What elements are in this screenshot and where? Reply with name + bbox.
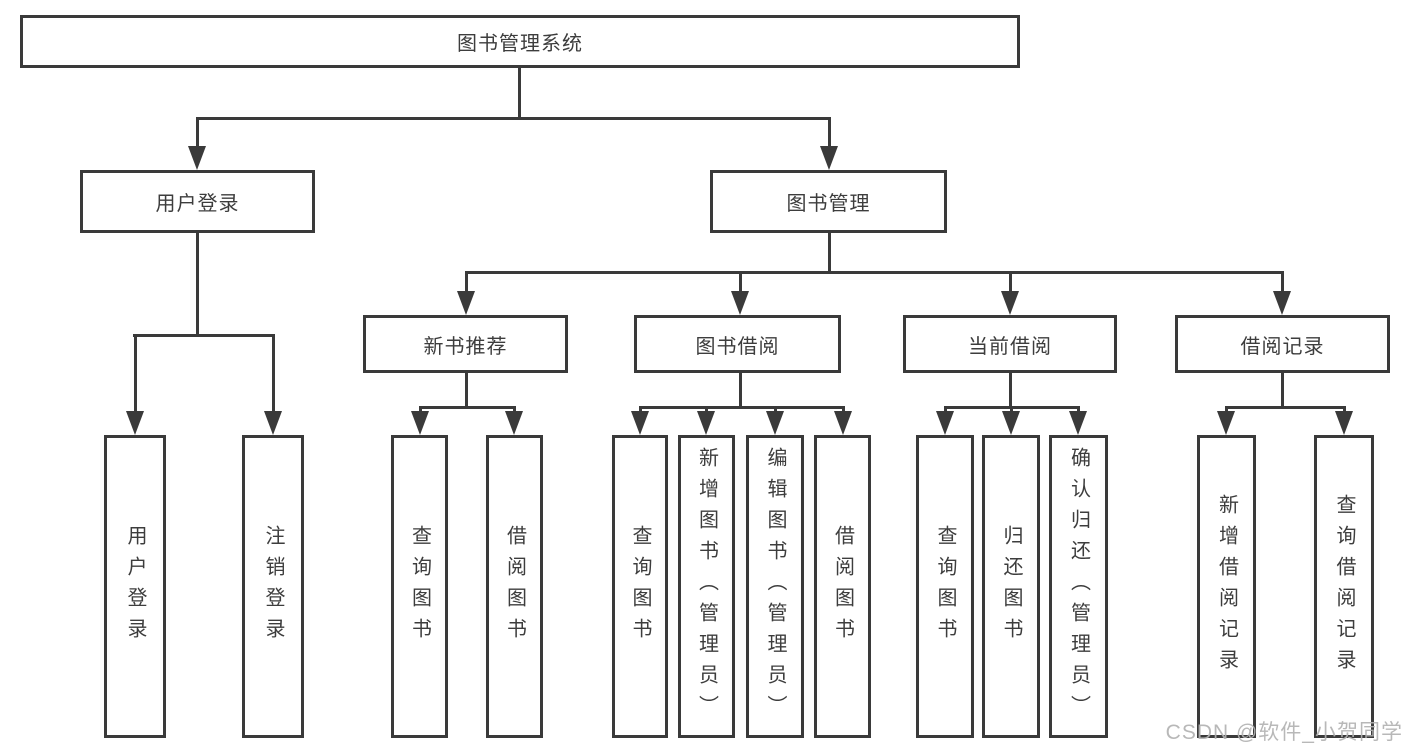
leaf-user-login: 用户登录 — [104, 435, 166, 738]
connector-line — [774, 406, 777, 414]
node-current-borrow-label: 当前借阅 — [968, 335, 1052, 358]
leaf-query-book-1-label: 查询图书 — [408, 524, 431, 649]
connector-line — [513, 406, 516, 414]
leaf-edit-book-label: 编辑图书（管理员） — [764, 447, 786, 726]
arrowhead-icon — [126, 411, 144, 435]
connector-line — [196, 233, 199, 336]
connector-line — [828, 117, 831, 147]
leaf-return-book: 归还图书 — [982, 435, 1040, 738]
leaf-confirm-return-label: 确认归还（管理员） — [1067, 447, 1090, 726]
connector-line — [639, 406, 642, 414]
connector-line — [272, 334, 275, 412]
connector-line — [419, 406, 422, 414]
arrowhead-icon — [1217, 411, 1235, 435]
connector-line — [419, 406, 516, 409]
node-new-book-rec: 新书推荐 — [363, 315, 568, 373]
connector-line — [1225, 406, 1345, 409]
arrowhead-icon — [1001, 291, 1019, 315]
arrowhead-icon — [1069, 411, 1087, 435]
connector-line — [842, 406, 845, 414]
connector-line — [1009, 271, 1012, 293]
arrowhead-icon — [731, 291, 749, 315]
leaf-query-book-1: 查询图书 — [391, 435, 448, 738]
arrowhead-icon — [457, 291, 475, 315]
node-new-book-rec-label: 新书推荐 — [423, 335, 508, 358]
arrowhead-icon — [936, 411, 954, 435]
connector-line — [196, 117, 831, 120]
connector-line — [465, 271, 468, 293]
node-book-borrow-label: 图书借阅 — [695, 335, 780, 358]
connector-line — [639, 406, 844, 409]
arrowhead-icon — [1002, 411, 1020, 435]
arrowhead-icon — [505, 411, 523, 435]
connector-line — [465, 271, 1283, 274]
connector-line — [1077, 406, 1080, 414]
node-book-mgmt: 图书管理 — [710, 170, 947, 233]
connector-line — [944, 406, 947, 414]
connector-line — [465, 373, 468, 409]
connector-line — [134, 334, 137, 412]
leaf-borrow-book-2-label: 借阅图书 — [831, 524, 854, 649]
connector-line — [705, 406, 708, 414]
leaf-query-book-3: 查询图书 — [916, 435, 974, 738]
leaf-edit-book: 编辑图书（管理员） — [746, 435, 804, 738]
node-current-borrow: 当前借阅 — [903, 315, 1117, 373]
node-book-mgmt-label: 图书管理 — [786, 193, 871, 215]
node-book-borrow: 图书借阅 — [634, 315, 841, 373]
leaf-query-book-3-label: 查询图书 — [934, 524, 956, 649]
node-root-label: 图书管理系统 — [457, 33, 583, 55]
arrowhead-icon — [188, 146, 206, 170]
connector-line — [1281, 373, 1284, 409]
arrowhead-icon — [264, 411, 282, 435]
csdn-watermark: CSDN @软件_小贺同学 — [1165, 721, 1403, 744]
arrowhead-icon — [1273, 291, 1291, 315]
connector-line — [1225, 406, 1228, 414]
leaf-query-book-2-label: 查询图书 — [629, 524, 651, 649]
node-borrow-record: 借阅记录 — [1175, 315, 1390, 373]
connector-line — [828, 233, 831, 273]
connector-line — [133, 334, 274, 337]
leaf-user-login-label: 用户登录 — [124, 524, 146, 649]
connector-line — [739, 271, 742, 293]
connector-line — [739, 373, 742, 409]
leaf-query-book-2: 查询图书 — [612, 435, 668, 738]
connector-line — [196, 117, 199, 147]
leaf-confirm-return: 确认归还（管理员） — [1049, 435, 1108, 738]
arrowhead-icon — [411, 411, 429, 435]
leaf-query-record: 查询借阅记录 — [1314, 435, 1374, 738]
leaf-add-book: 新增图书（管理员） — [678, 435, 735, 738]
node-root: 图书管理系统 — [20, 15, 1020, 68]
leaf-borrow-book-1-label: 借阅图书 — [503, 524, 526, 649]
node-borrow-record-label: 借阅记录 — [1240, 335, 1325, 358]
arrowhead-icon — [820, 146, 838, 170]
arrowhead-icon — [697, 411, 715, 435]
leaf-query-record-label: 查询借阅记录 — [1333, 493, 1355, 680]
arrowhead-icon — [631, 411, 649, 435]
leaf-add-record-label: 新增借阅记录 — [1215, 493, 1238, 680]
connector-line — [1343, 406, 1346, 414]
node-user-login: 用户登录 — [80, 170, 315, 233]
connector-line — [1010, 406, 1013, 414]
leaf-logout-label: 注销登录 — [262, 524, 284, 649]
leaf-return-book-label: 归还图书 — [1000, 524, 1022, 649]
leaf-borrow-book-2: 借阅图书 — [814, 435, 871, 738]
leaf-logout: 注销登录 — [242, 435, 304, 738]
arrowhead-icon — [1335, 411, 1353, 435]
arrowhead-icon — [834, 411, 852, 435]
arrowhead-icon — [766, 411, 784, 435]
connector-line — [518, 68, 521, 118]
leaf-add-book-label: 新增图书（管理员） — [695, 447, 718, 726]
connector-line — [1009, 373, 1012, 409]
node-user-login-label: 用户登录 — [155, 193, 240, 215]
connector-line — [1281, 271, 1284, 293]
leaf-add-record: 新增借阅记录 — [1197, 435, 1256, 738]
leaf-borrow-book-1: 借阅图书 — [486, 435, 543, 738]
